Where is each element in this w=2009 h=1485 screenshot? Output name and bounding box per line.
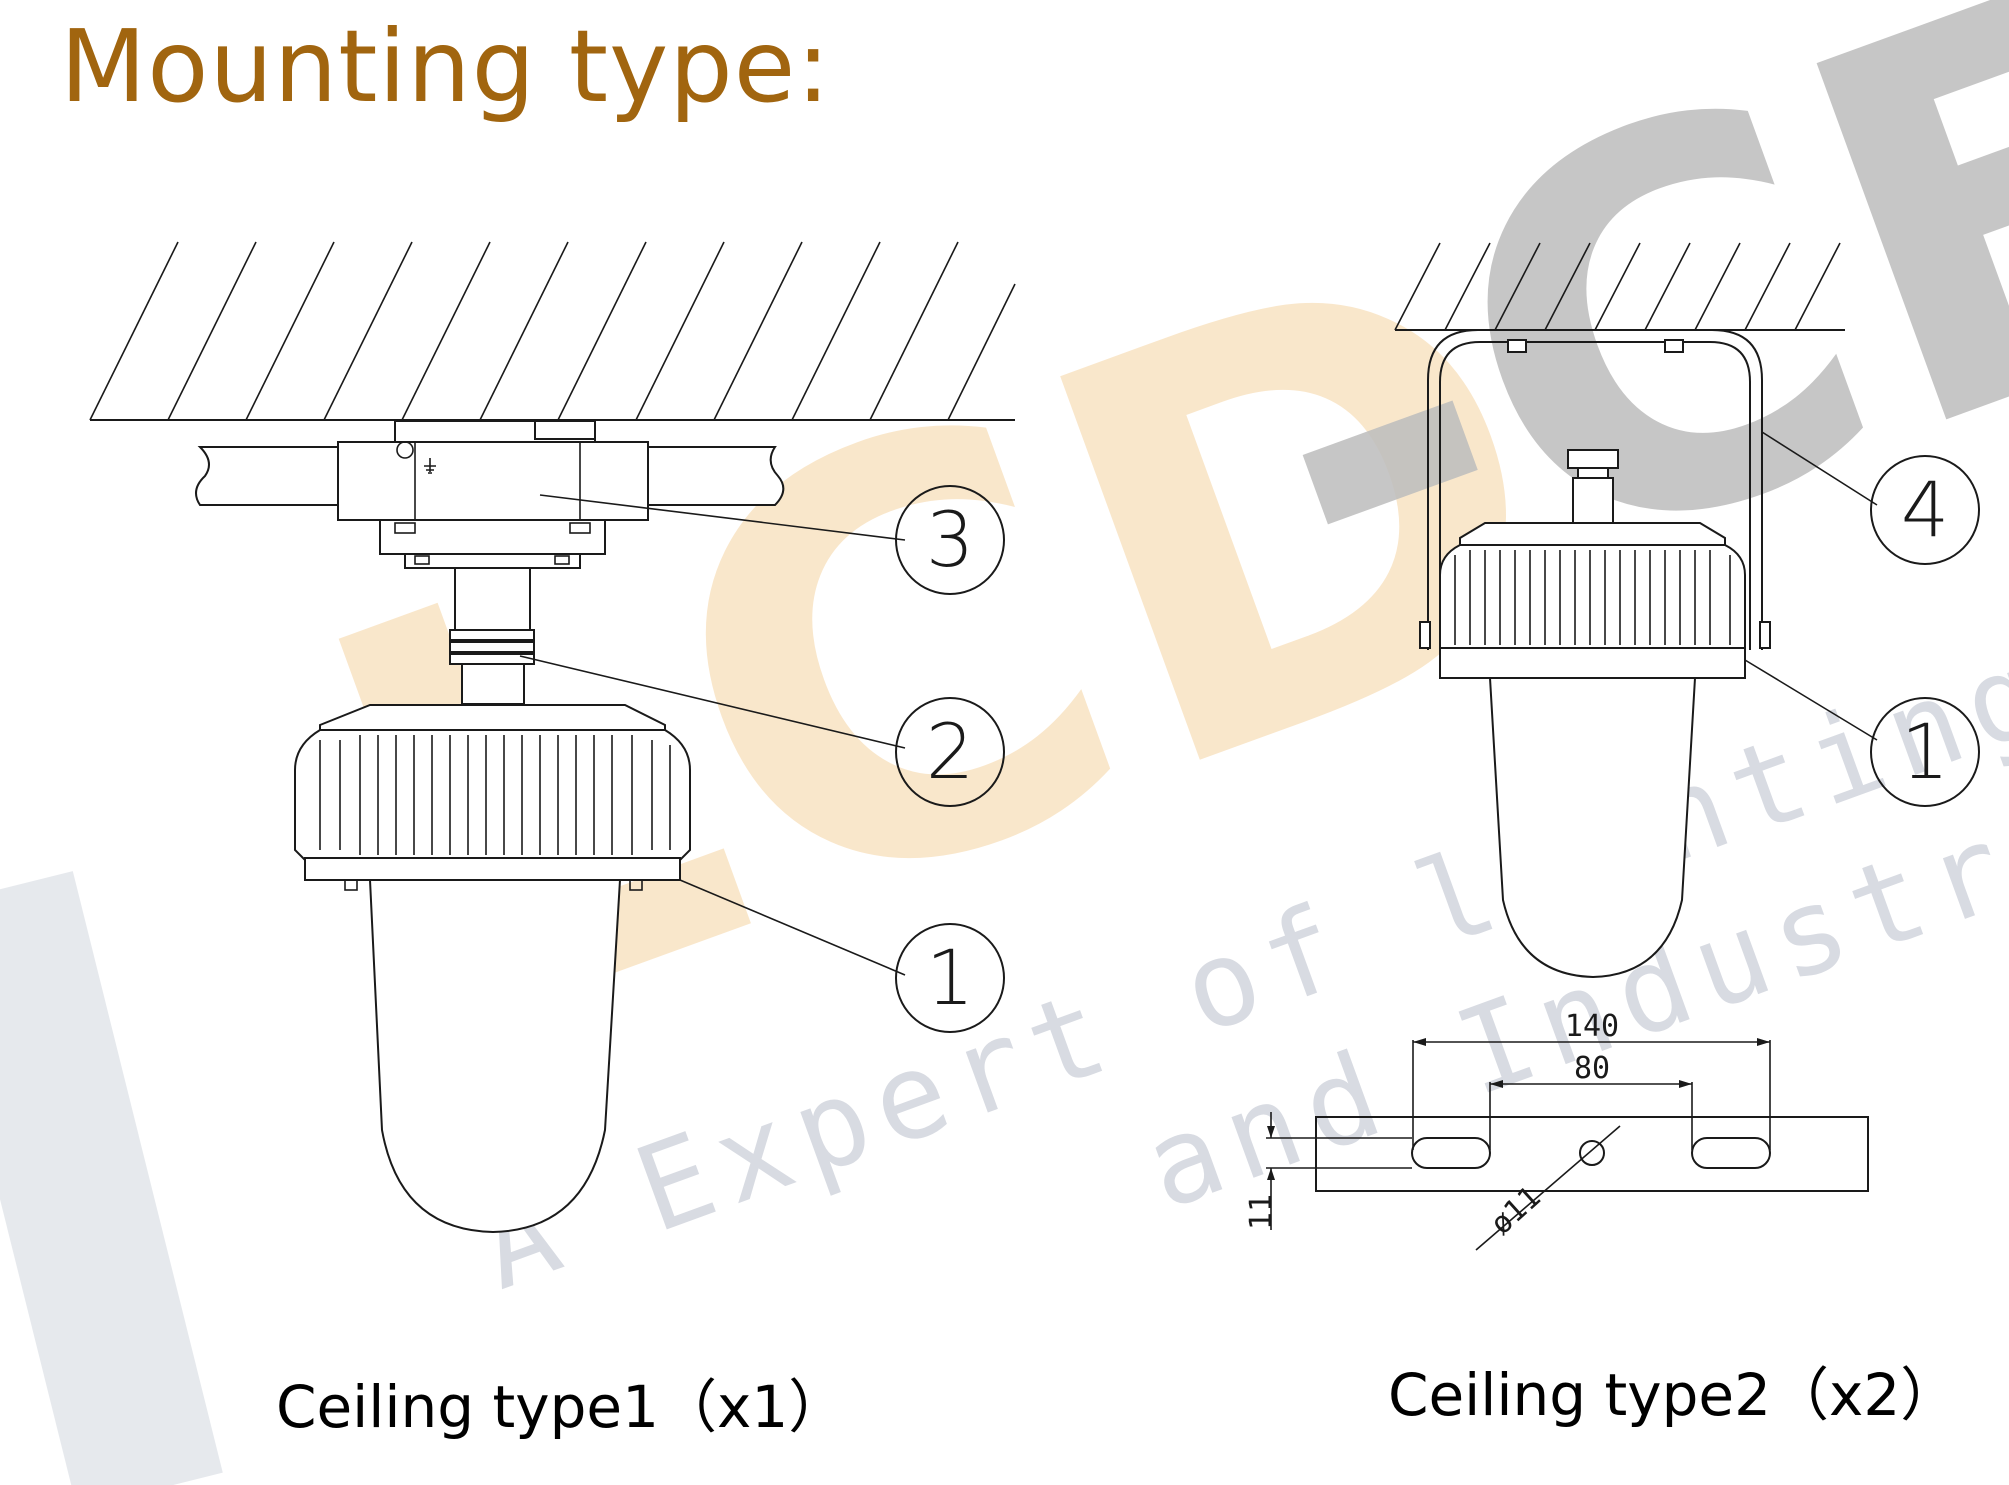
conduit-pipe bbox=[195, 446, 785, 506]
mounting-plate: 140 80 11 ø11 bbox=[1244, 1009, 1869, 1251]
lamp-body-1 bbox=[294, 704, 691, 1234]
callout-3: 3 bbox=[926, 495, 974, 584]
ceiling-type1-drawing: 3 2 1 bbox=[89, 241, 1016, 1234]
ceiling-type2-drawing: 4 1 140 80 bbox=[1244, 242, 1980, 1251]
callouts-type2: 4 1 bbox=[1744, 431, 1980, 807]
callout-4: 4 bbox=[1901, 465, 1949, 554]
page-title: Mounting type: bbox=[60, 8, 831, 125]
callout-2: 2 bbox=[926, 707, 974, 796]
dim-80: 80 bbox=[1574, 1051, 1610, 1086]
dim-hole: ø11 bbox=[1484, 1180, 1548, 1242]
callouts-type1: 3 2 1 bbox=[519, 485, 1005, 1033]
watermark-bar bbox=[0, 871, 223, 1485]
callout-1b: 1 bbox=[1901, 707, 1949, 796]
u-bracket bbox=[1419, 329, 1771, 650]
stem-coupling bbox=[449, 567, 535, 727]
dim-140: 140 bbox=[1565, 1009, 1619, 1044]
junction-box bbox=[337, 420, 649, 569]
lamp-body-2 bbox=[1439, 449, 1746, 979]
caption-ceiling-type1: Ceiling type1（x1） bbox=[276, 1373, 847, 1441]
caption-ceiling-type2: Ceiling type2（x2） bbox=[1388, 1361, 1959, 1429]
dim-11: 11 bbox=[1244, 1194, 1279, 1230]
callout-1: 1 bbox=[926, 933, 974, 1022]
